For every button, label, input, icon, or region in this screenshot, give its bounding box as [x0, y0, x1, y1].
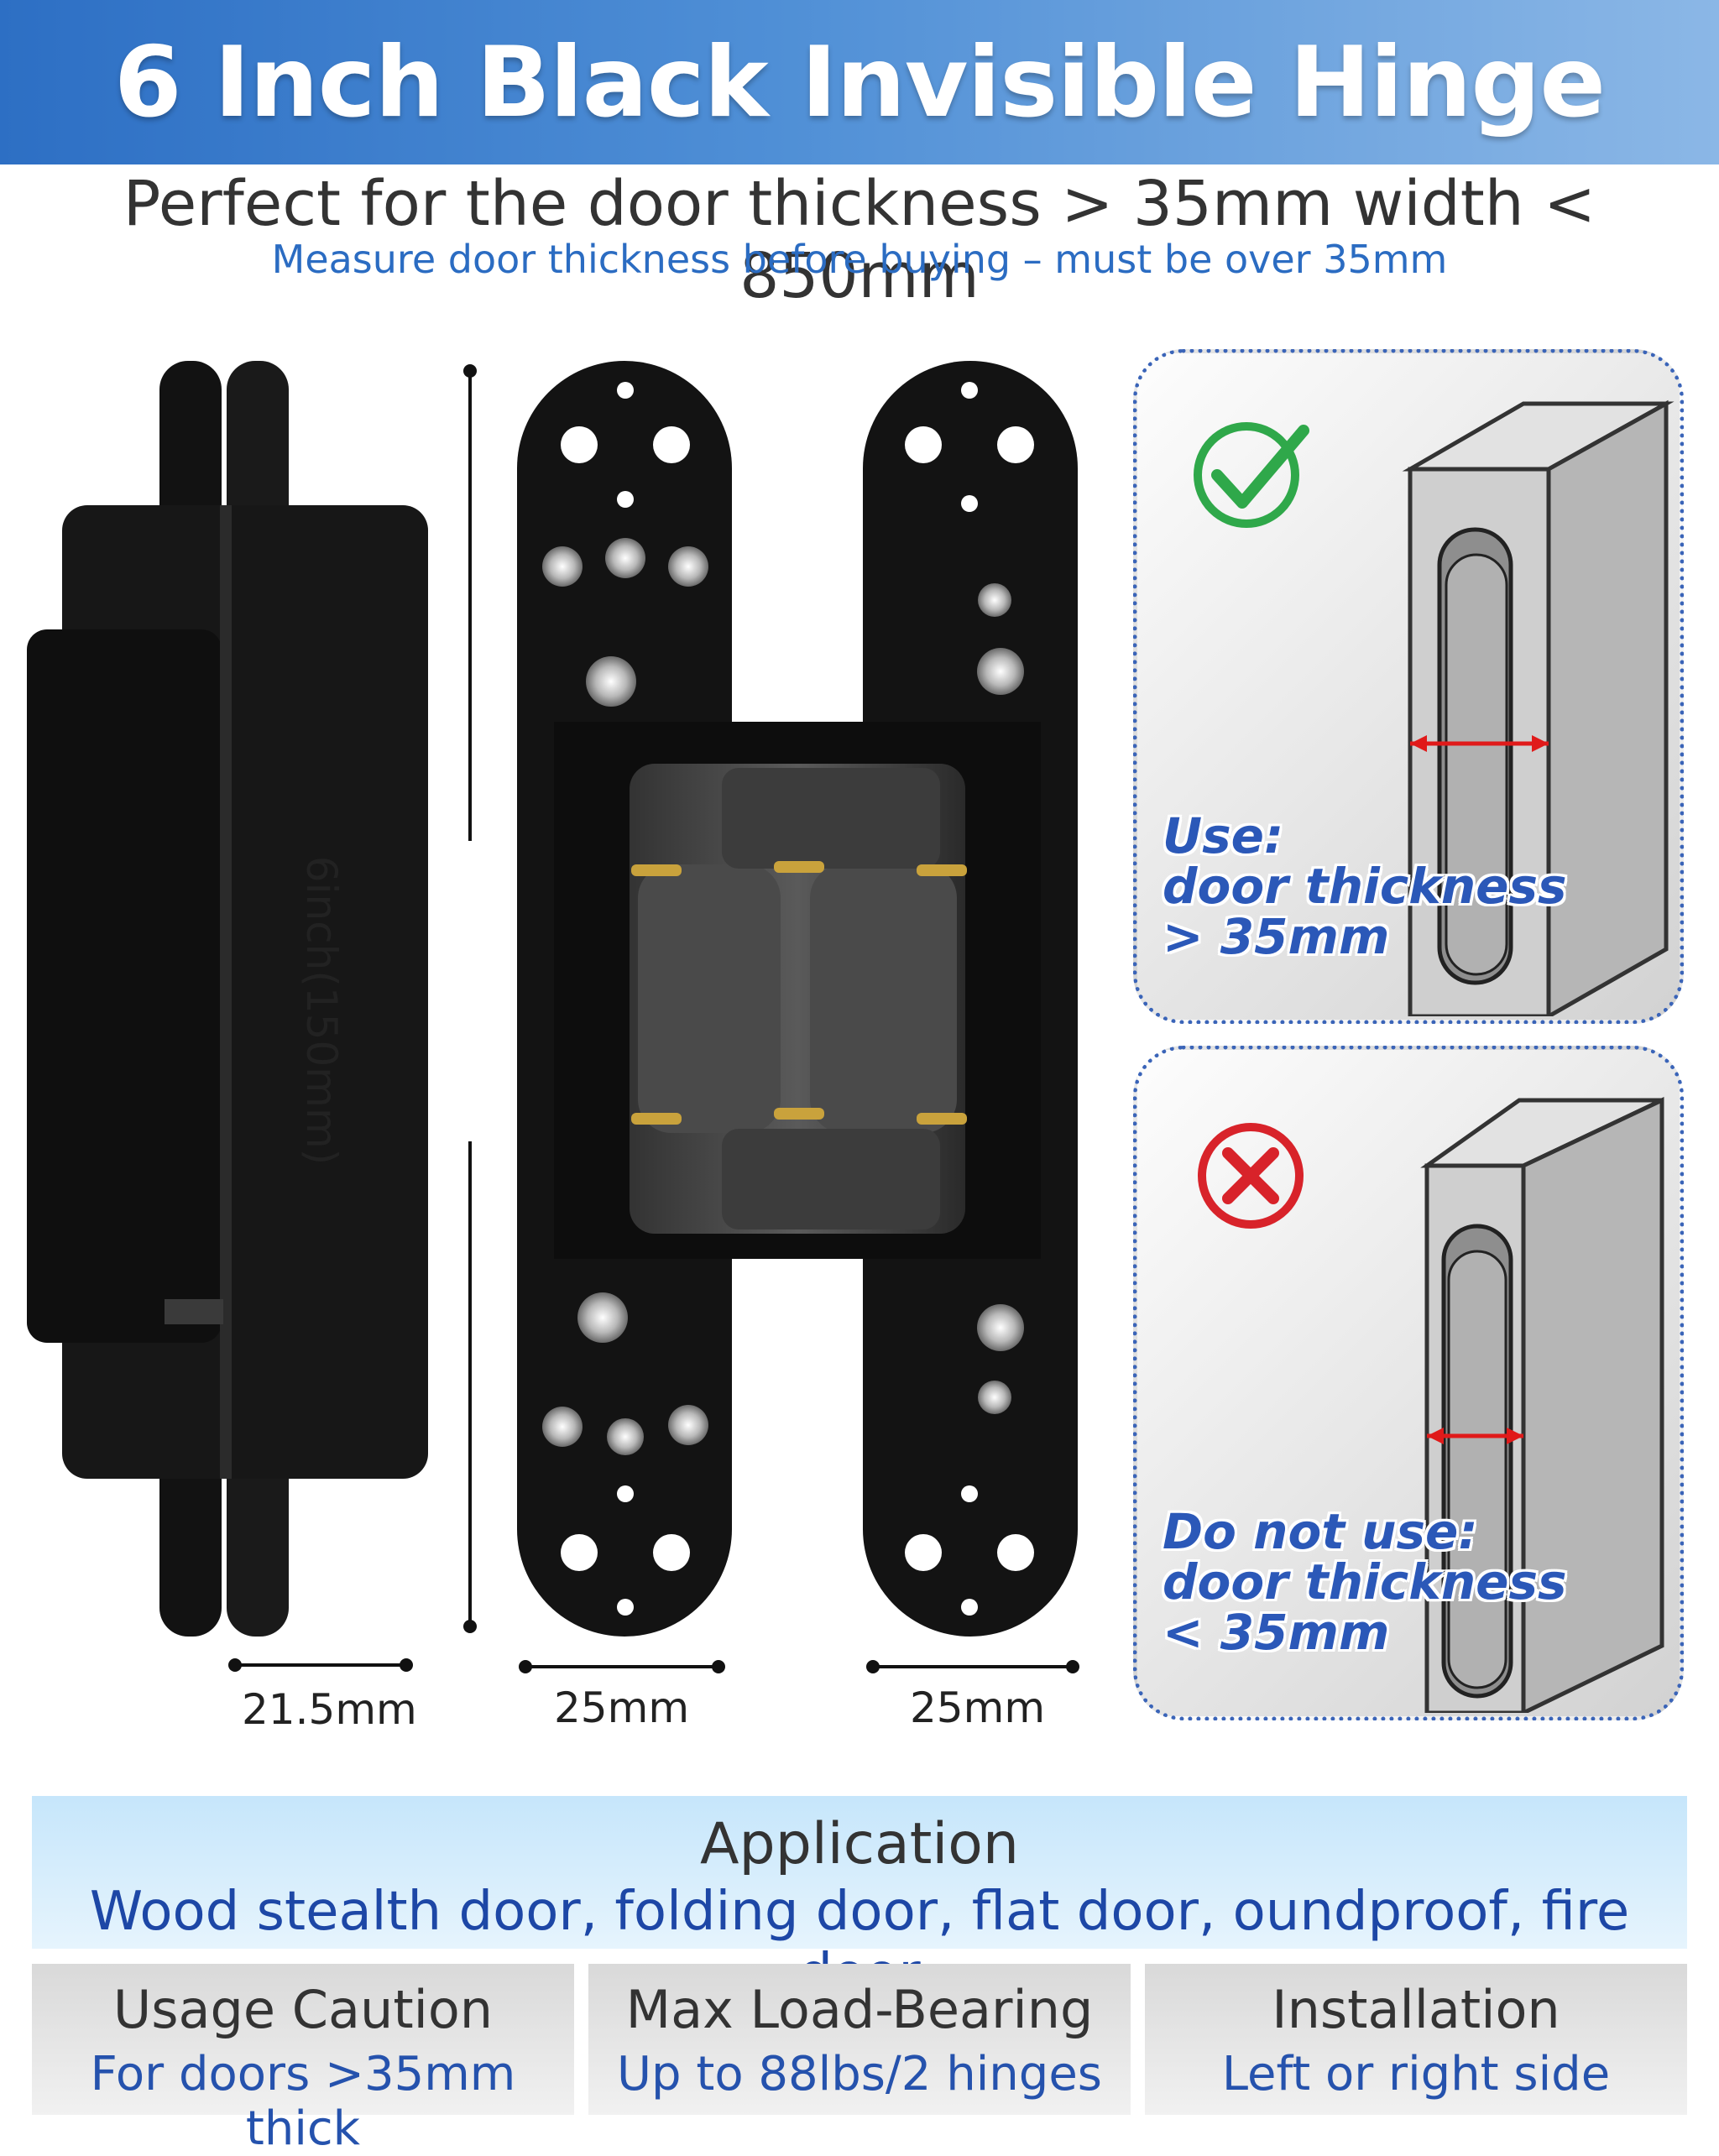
feature-title: Max Load-Bearing	[625, 1979, 1094, 2040]
left-plate-width-label: 25mm	[554, 1684, 690, 1732]
do-not-use-caption-line1: Do not use:	[1163, 1503, 1478, 1560]
use-panel: Use: door thickness > 35mm	[1133, 349, 1684, 1024]
use-caption-line1: Use:	[1163, 807, 1284, 864]
feature-usage-caution: Usage Caution For doors >35mm thick	[32, 1964, 574, 2156]
height-dimension-label: 6inch(150mm)	[297, 855, 346, 1166]
thin-door-diagram	[1420, 1097, 1664, 1713]
do-not-use-panel: Do not use: door thickness < 35mm	[1133, 1046, 1684, 1720]
feature-title: Installation	[1272, 1979, 1560, 2040]
hinge-front-view	[517, 361, 1078, 1637]
application-section: Application Wood stealth door, folding d…	[32, 1796, 1687, 2005]
dimension-lines	[235, 371, 1073, 1668]
feature-subtitle: For doors >35mm thick	[90, 2047, 516, 2156]
feature-subtitle: Left or right side	[1221, 2047, 1611, 2101]
do-not-use-caption: Do not use: door thickness < 35mm	[1163, 1506, 1567, 1657]
use-caption-line2: door thickness	[1163, 858, 1567, 915]
product-illustration	[27, 361, 1079, 1673]
do-not-use-caption-line2: door thickness	[1163, 1553, 1567, 1610]
subtitle: Perfect for the door thickness > 35mm wi…	[123, 168, 1596, 312]
side-width-label: 21.5mm	[242, 1685, 417, 1734]
check-icon	[1194, 422, 1309, 528]
measurement-note: Measure door thickness before buying – m…	[271, 237, 1448, 282]
feature-max-load: Max Load-Bearing Up to 88lbs/2 hinges	[588, 1964, 1131, 2115]
header-banner: 6 Inch Black Invisible Hinge	[0, 0, 1719, 164]
do-not-use-caption-line3: < 35mm	[1163, 1604, 1390, 1661]
feature-installation: Installation Left or right side	[1145, 1964, 1687, 2115]
use-caption-line3: > 35mm	[1163, 908, 1390, 965]
right-plate-width-label: 25mm	[910, 1684, 1046, 1732]
cross-icon	[1198, 1123, 1304, 1229]
application-title: Application	[700, 1811, 1019, 1877]
feature-title: Usage Caution	[112, 1979, 494, 2040]
use-caption: Use: door thickness > 35mm	[1163, 811, 1567, 962]
hinge-side-view	[27, 361, 428, 1637]
page-title: 6 Inch Black Invisible Hinge	[113, 25, 1606, 139]
thick-door-diagram	[1402, 399, 1675, 1016]
feature-subtitle: Up to 88lbs/2 hinges	[617, 2047, 1102, 2101]
